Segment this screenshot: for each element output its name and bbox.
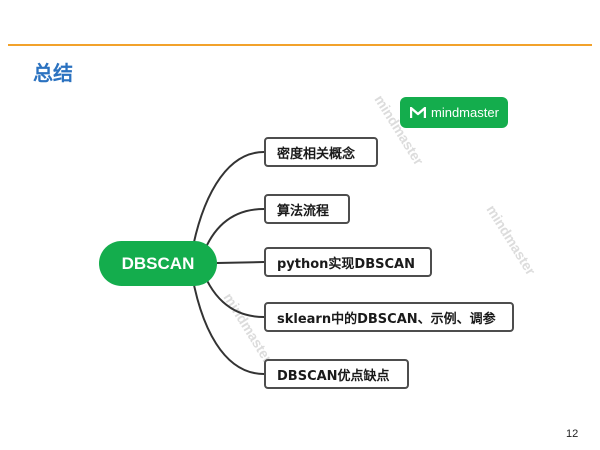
mindmap-root[interactable]: DBSCAN (99, 241, 217, 286)
slide-title: 总结 (33, 61, 73, 85)
topic-python-implementation[interactable]: python实现DBSCAN (264, 247, 432, 277)
connector-3 (216, 261, 265, 264)
mindmaster-logo-icon (409, 106, 427, 119)
badge-label: mindmaster (431, 105, 499, 120)
mindmaster-badge: mindmaster (400, 97, 508, 128)
page-number: 12 (566, 428, 579, 440)
topic-sklearn-dbscan[interactable]: sklearn中的DBSCAN、示例、调参 (264, 302, 514, 332)
topic-algorithm-flow[interactable]: 算法流程 (264, 194, 350, 224)
topic-pros-cons[interactable]: DBSCAN优点缺点 (264, 359, 409, 389)
header-rule (8, 44, 592, 46)
topic-density-concepts[interactable]: 密度相关概念 (264, 137, 378, 167)
